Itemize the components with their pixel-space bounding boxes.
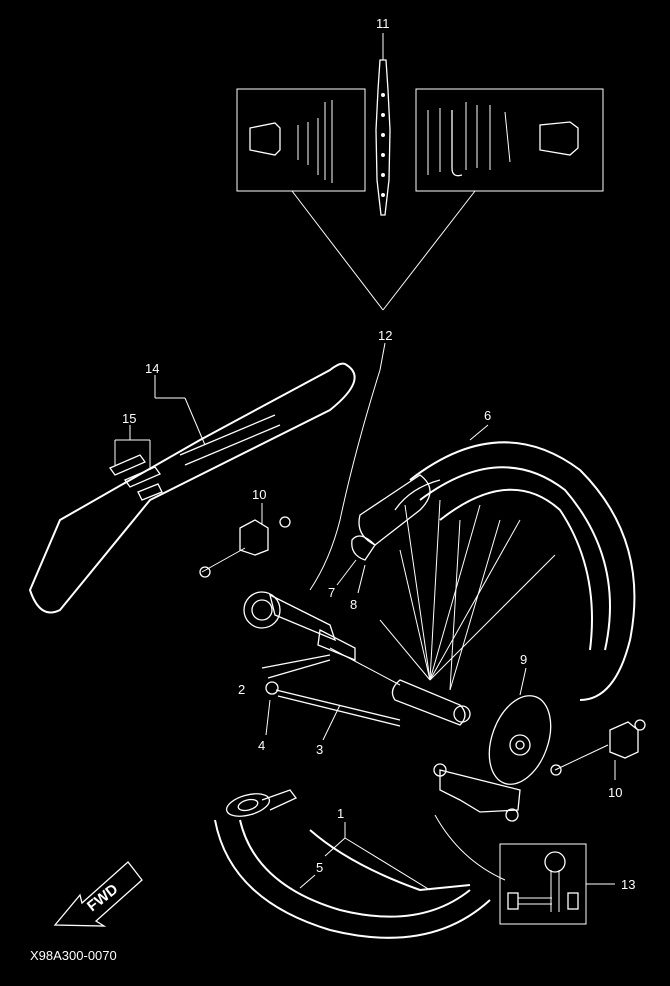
callout-12: 12 <box>378 328 392 343</box>
part-9-brake-drum <box>433 667 552 822</box>
callout-9: 9 <box>520 652 527 667</box>
part-5-tube <box>214 789 491 939</box>
part-11-spoke-set <box>375 33 391 216</box>
callout-7: 7 <box>328 585 335 600</box>
leader-13-link <box>434 814 506 881</box>
callout-11: 11 <box>376 16 390 31</box>
part-10-adjuster-right <box>550 719 646 780</box>
callout-13: 13 <box>621 877 635 892</box>
wheel-spokes <box>379 499 556 691</box>
leader-12 <box>291 190 476 591</box>
part-15-master-link <box>109 454 163 501</box>
callout-8: 8 <box>350 597 357 612</box>
part-14-chain <box>28 362 356 614</box>
inset-box-left <box>236 88 366 192</box>
part-2-3-4-axle <box>261 654 401 741</box>
callout-2: 2 <box>238 682 245 697</box>
callout-10-right: 10 <box>608 785 622 800</box>
fwd-arrow: FWD <box>53 861 143 927</box>
callout-10-left: 10 <box>252 487 266 502</box>
part-13-inset <box>499 843 615 925</box>
callout-5: 5 <box>316 860 323 875</box>
callout-14: 14 <box>145 361 159 376</box>
part-6-tire <box>394 424 636 701</box>
drawing-code: X98A300-0070 <box>30 948 117 963</box>
part-10-adjuster-left <box>199 503 291 578</box>
callout-4: 4 <box>258 738 265 753</box>
leader-1-5 <box>299 822 431 891</box>
leader-14-15 <box>114 375 206 470</box>
callout-1: 1 <box>337 806 344 821</box>
part-7-rim-band <box>336 474 431 594</box>
rear-hub-assembly <box>243 591 471 726</box>
inset-box-right <box>415 88 604 192</box>
callout-15: 15 <box>122 411 136 426</box>
callout-3: 3 <box>316 742 323 757</box>
fwd-label: FWD <box>84 881 122 916</box>
callout-6: 6 <box>484 408 491 423</box>
